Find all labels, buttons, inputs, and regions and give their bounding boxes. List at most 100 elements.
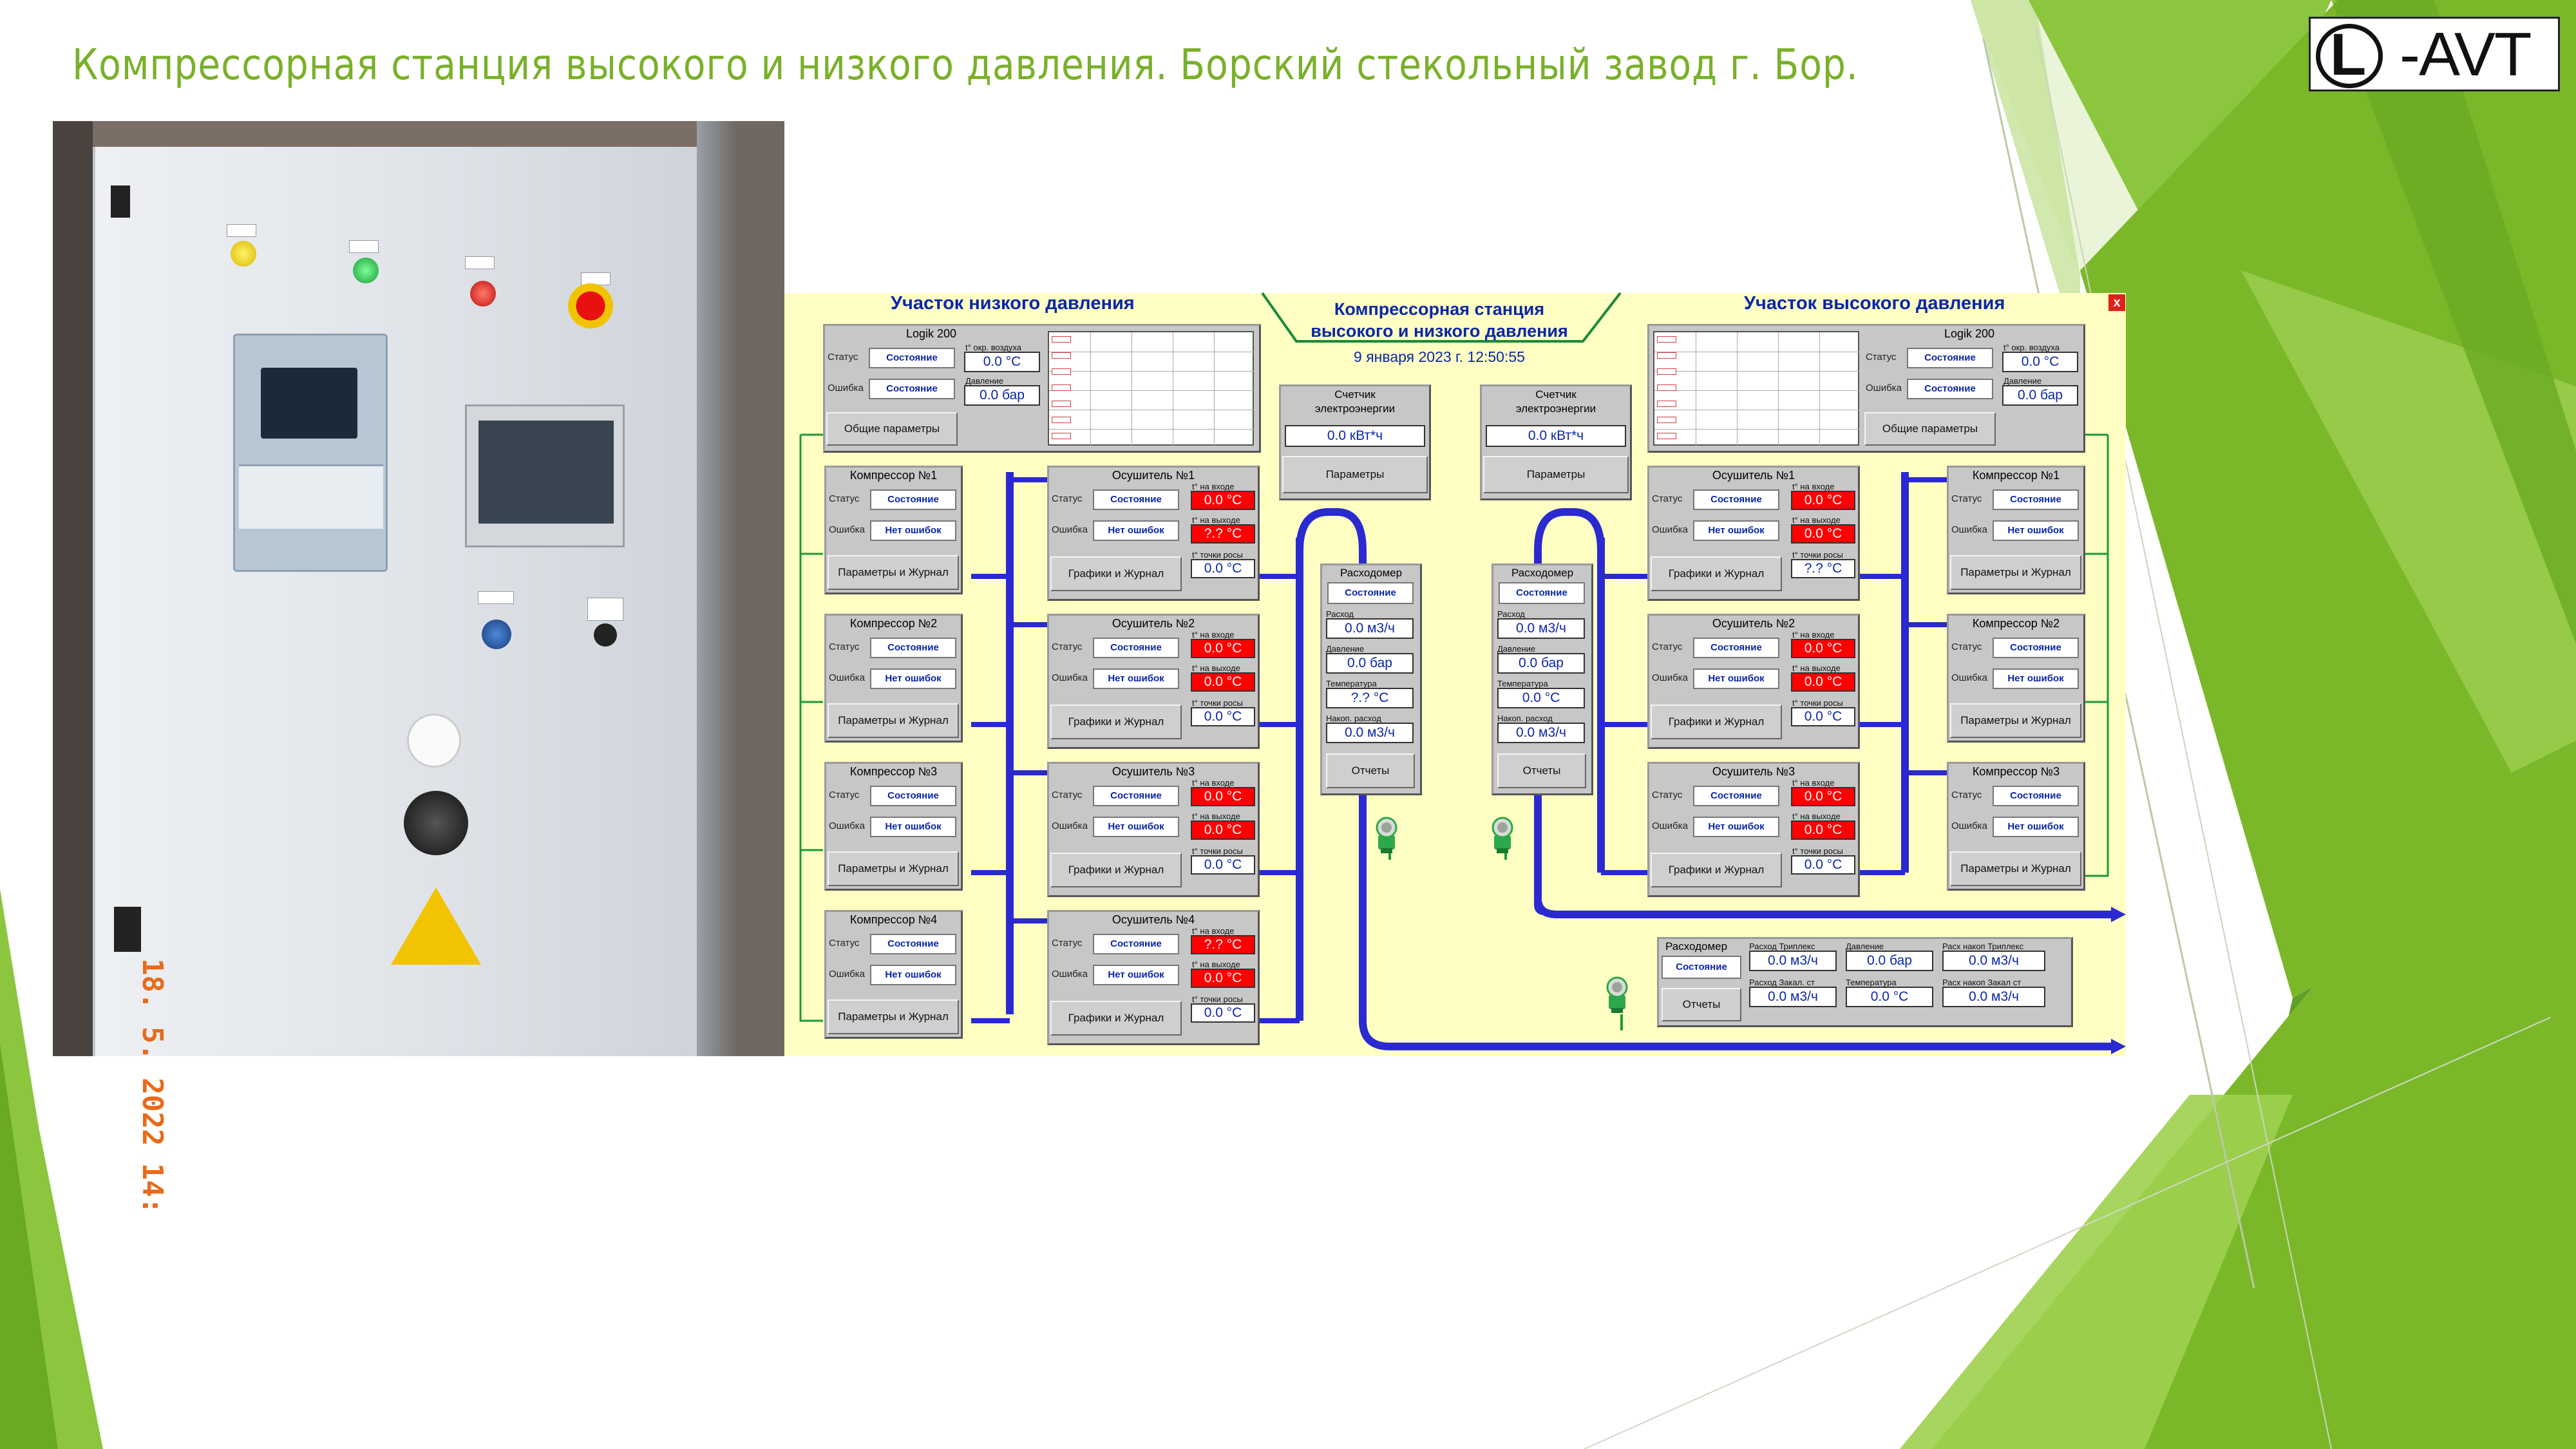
trend-axis-marker [1052, 336, 1071, 343]
charts-button[interactable]: Графики и Журнал [1651, 853, 1782, 887]
dew-point-label: t° точки росы [1192, 550, 1243, 560]
trend-axis-marker [1657, 336, 1676, 343]
dryer-title: Осушитель №1 [1112, 469, 1195, 482]
error-label: Ошибка [1052, 969, 1088, 980]
params-button[interactable]: Параметры [1483, 456, 1629, 493]
pressure-value: 0.0 бар [1846, 951, 1933, 971]
general-params-button[interactable]: Общие параметры [826, 412, 958, 446]
outlet-temp-value: 0.0 °C [1791, 820, 1855, 840]
inlet-temp-label: t° на входе [1192, 482, 1235, 491]
charts-button[interactable]: Графики и Журнал [1651, 556, 1782, 591]
journal-button[interactable]: Параметры и Журнал [1950, 851, 2081, 886]
trend-chart [1653, 331, 1859, 446]
charts-button[interactable]: Графики и Журнал [1050, 853, 1182, 887]
status-value: Состояние [1693, 786, 1779, 806]
charts-button[interactable]: Графики и Журнал [1050, 705, 1182, 739]
status-value: Состояние [870, 934, 956, 954]
journal-button[interactable]: Параметры и Журнал [828, 555, 959, 590]
general-params-button[interactable]: Общие параметры [1864, 412, 1996, 446]
dew-point-value: 0.0 °C [1191, 707, 1255, 726]
dew-point-label: t° точки росы [1192, 846, 1243, 856]
trend-gridline [1654, 371, 1859, 372]
outlet-temp-value: 0.0 °C [1791, 672, 1855, 692]
trend-gridline [1778, 332, 1779, 446]
energy-value: 0.0 кВт*ч [1285, 425, 1425, 447]
logo-letter: L [2330, 22, 2367, 88]
meter-title-1: Счетчик [1535, 388, 1577, 401]
charts-button[interactable]: Графики и Журнал [1050, 556, 1182, 591]
inlet-temp-value: ?.? °C [1191, 935, 1255, 954]
dew-point-label: t° точки росы [1792, 698, 1843, 708]
journal-button[interactable]: Параметры и Журнал [828, 999, 959, 1034]
error-value: Нет ошибок [1093, 817, 1179, 837]
error-value: Состояние [869, 379, 955, 399]
journal-button[interactable]: Параметры и Журнал [1950, 555, 2081, 590]
temperature-label: Температура [1846, 978, 1897, 987]
trend-axis-marker [1052, 352, 1071, 359]
pressure-value: 0.0 бар [2002, 385, 2078, 406]
charts-button[interactable]: Графики и Журнал [1651, 705, 1782, 739]
emergency-stop-button [568, 283, 613, 328]
params-button[interactable]: Параметры [1282, 456, 1428, 493]
status-value: Состояние [1093, 638, 1179, 658]
journal-button[interactable]: Параметры и Журнал [828, 851, 959, 886]
status-label: Статус [1652, 641, 1683, 652]
compressor-title: Компрессор №2 [849, 617, 938, 630]
inlet-temp-value: 0.0 °C [1191, 491, 1255, 510]
charts-button[interactable]: Графики и Журнал [1050, 1001, 1182, 1036]
inlet-temp-value: 0.0 °C [1791, 639, 1855, 658]
outlet-temp-label: t° на выходе [1192, 811, 1240, 821]
cabinet-photo: 18. 5. 2022 14: [53, 121, 784, 1214]
error-label: Ошибка [1652, 820, 1688, 831]
status-label: Статус [829, 938, 860, 949]
logik-title: Logik 200 [905, 327, 957, 340]
slide-title: Компрессорная станция высокого и низкого… [72, 40, 1859, 90]
close-button[interactable]: x [2108, 294, 2125, 311]
triplex-accumulated-value: 0.0 м3/ч [1942, 951, 2045, 971]
trend-axis-marker [1052, 433, 1071, 439]
dew-point-label: t° точки росы [1792, 846, 1843, 856]
status-value: Состояние [1993, 638, 2079, 658]
status-value: Состояние [1693, 489, 1779, 510]
reports-button[interactable]: Отчеты [1497, 753, 1586, 788]
flowmeter-state: Состояние [1327, 582, 1414, 604]
status-value: Состояние [870, 489, 956, 510]
trend-gridline [1049, 429, 1254, 430]
logo-text: -AVT [2400, 20, 2532, 89]
photo-date-stamp: 18. 5. 2022 14: [136, 958, 169, 1215]
error-value: Нет ошибок [1693, 817, 1779, 837]
hmi-panel [465, 404, 625, 547]
reports-button[interactable]: Отчеты [1326, 753, 1415, 788]
flow-rate-label: Расход [1497, 609, 1525, 619]
dryer-title: Осушитель №3 [1112, 765, 1195, 778]
error-value: Нет ошибок [1093, 520, 1179, 541]
trend-gridline [1214, 332, 1215, 446]
dew-point-value: 0.0 °C [1791, 855, 1855, 875]
status-label: Статус [1052, 938, 1083, 949]
pipe-diagram [799, 292, 2126, 1054]
outlet-temp-label: t° на выходе [1192, 960, 1240, 969]
flowmeter-title: Расходомер [1511, 567, 1574, 579]
door-lock-icon [114, 907, 141, 952]
error-value: Состояние [1907, 379, 1993, 399]
status-label: Статус [1951, 493, 1982, 504]
dew-point-label: t° точки росы [1192, 994, 1243, 1004]
journal-button[interactable]: Параметры и Журнал [1950, 703, 2081, 738]
dryer-title: Осушитель №4 [1112, 913, 1195, 926]
compressor-title: Компрессор №1 [1972, 469, 2060, 482]
journal-button[interactable]: Параметры и Журнал [828, 703, 959, 738]
error-value: Нет ошибок [870, 520, 956, 541]
status-label: Статус [1866, 352, 1897, 363]
error-label: Ошибка [829, 524, 865, 535]
triplex-flow-label: Расход Триплекс [1749, 942, 1815, 951]
reports-button[interactable]: Отчеты [1662, 988, 1741, 1021]
